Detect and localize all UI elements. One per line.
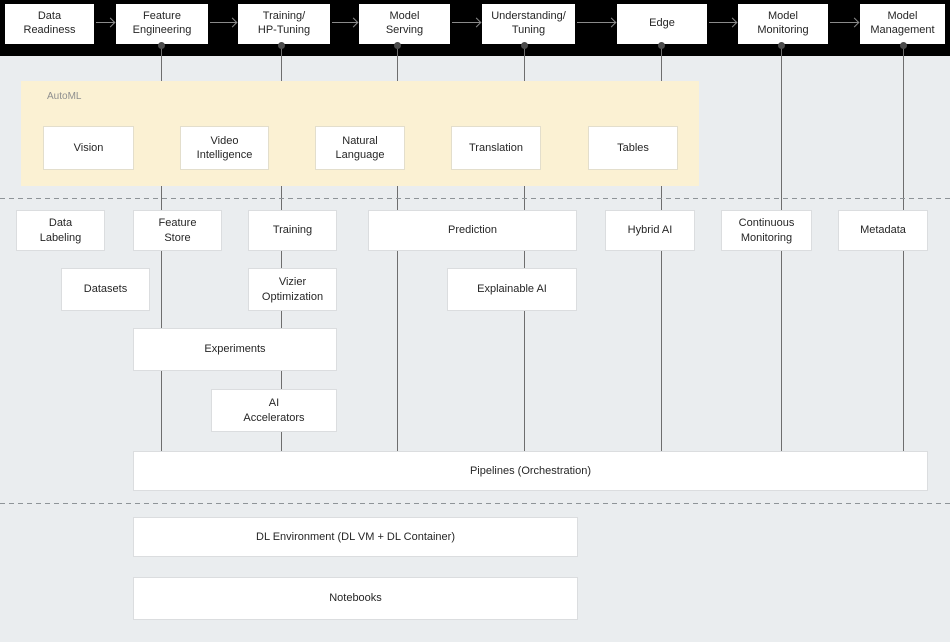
component-box-datasets: Datasets <box>61 268 150 311</box>
flow-arrow-icon <box>577 22 615 23</box>
component-box-explainable-ai: Explainable AI <box>447 268 577 311</box>
component-box-feature-store: Feature Store <box>133 210 222 251</box>
stage-box-feature-engineering: Feature Engineering <box>116 4 208 44</box>
automl-panel-label: AutoML <box>47 91 82 102</box>
service-box-translation: Translation <box>451 126 541 170</box>
connector-dot <box>521 42 528 49</box>
component-box-vizier-optimization: Vizier Optimization <box>248 268 337 311</box>
connector-dot <box>658 42 665 49</box>
component-box-dl-environment: DL Environment (DL VM + DL Container) <box>133 517 578 557</box>
component-box-prediction: Prediction <box>368 210 577 251</box>
stage-box-data-readiness: Data Readiness <box>5 4 94 44</box>
flow-arrow-icon <box>830 22 858 23</box>
component-box-ai-accelerators: AI Accelerators <box>211 389 337 432</box>
service-box-vision: Vision <box>43 126 134 170</box>
section-divider <box>0 198 950 199</box>
stage-box-model-monitoring: Model Monitoring <box>738 4 828 44</box>
component-box-hybrid-ai: Hybrid AI <box>605 210 695 251</box>
component-box-experiments: Experiments <box>133 328 337 371</box>
connector-dot <box>158 42 165 49</box>
connector-dot <box>394 42 401 49</box>
flow-arrow-icon <box>210 22 236 23</box>
connector-dot <box>778 42 785 49</box>
section-divider <box>0 503 950 504</box>
service-box-tables: Tables <box>588 126 678 170</box>
stage-box-edge: Edge <box>617 4 707 44</box>
flow-arrow-icon <box>332 22 357 23</box>
stage-box-training-hp-tuning: Training/ HP-Tuning <box>238 4 330 44</box>
flow-arrow-icon <box>709 22 736 23</box>
component-box-notebooks: Notebooks <box>133 577 578 620</box>
component-box-continuous-monitoring: Continuous Monitoring <box>721 210 812 251</box>
service-box-natural-language: Natural Language <box>315 126 405 170</box>
component-box-training: Training <box>248 210 337 251</box>
flow-arrow-icon <box>452 22 480 23</box>
flow-arrow-icon <box>96 22 114 23</box>
stage-box-model-management: Model Management <box>860 4 945 44</box>
component-box-data-labeling: Data Labeling <box>16 210 105 251</box>
stage-box-understanding-tuning: Understanding/ Tuning <box>482 4 575 44</box>
stage-box-model-serving: Model Serving <box>359 4 450 44</box>
component-box-metadata: Metadata <box>838 210 928 251</box>
connector-dot <box>900 42 907 49</box>
connector-dot <box>278 42 285 49</box>
component-box-pipelines: Pipelines (Orchestration) <box>133 451 928 491</box>
service-box-video-intelligence: Video Intelligence <box>180 126 269 170</box>
